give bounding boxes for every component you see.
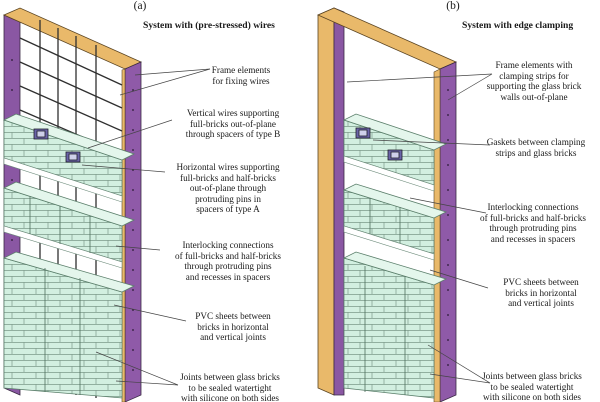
- callout-line: Gaskets between clamping: [486, 137, 586, 147]
- callout-line: spacers of type A: [196, 204, 260, 215]
- leader-lines: [81, 68, 493, 386]
- callout-line: with silicone on both sides: [483, 392, 581, 402]
- callout-line: PVC sheets between: [503, 277, 579, 287]
- callout-line: Joints between glass bricks: [180, 372, 280, 382]
- callout-b-gaskets: Gaskets between clamping strips and glas…: [474, 137, 598, 158]
- panel-b-spacers: [355, 127, 403, 161]
- callout-line: to be sealed watertight: [188, 382, 272, 393]
- callout-a-joints: Joints between glass bricks to be sealed…: [162, 372, 298, 402]
- callout-line: for fixing wires: [212, 75, 270, 86]
- callout-line: Frame elements: [211, 65, 271, 75]
- callout-line: with silicone on both sides: [181, 393, 279, 402]
- callout-line: Horizontal wires supporting: [176, 162, 280, 172]
- panel-a-label: (a): [133, 0, 147, 12]
- panel-a-brick-courses: [2, 113, 136, 399]
- panel-a-drawing: [2, 7, 142, 402]
- callout-line: Interlocking connections: [487, 202, 579, 212]
- callout-b-frame-elements: Frame elements with clamping strips for …: [470, 60, 598, 102]
- panel-a-right-frame: [124, 61, 142, 402]
- callout-line: through protruding pins: [184, 261, 272, 272]
- callout-line: PVC sheets between: [195, 311, 271, 321]
- callout-a-horizontal-wires: Horizontal wires supporting full-bricks …: [162, 162, 294, 215]
- panel-b-label: (b): [446, 0, 460, 12]
- callout-line: protruding pins in: [195, 193, 261, 204]
- callout-a-vertical-wires: Vertical wires supporting full-bricks ou…: [168, 108, 298, 140]
- callout-line: and recesses in spacers: [185, 271, 271, 282]
- callout-line: full-bricks and half-bricks: [180, 172, 276, 183]
- panel-b-left-frame: [317, 7, 335, 396]
- callout-line: Joints between glass bricks: [482, 371, 582, 381]
- callout-line: walls out-of-plane: [500, 91, 568, 102]
- callout-line: strips and glass bricks: [495, 147, 577, 158]
- panel-a-top-frame: [3, 7, 142, 70]
- callout-a-frame-elements: Frame elements for fixing wires: [186, 65, 296, 86]
- callout-line: out-of-plane through: [189, 183, 267, 194]
- panel-b-right-frame: [439, 61, 457, 402]
- callout-line: Vertical wires supporting: [186, 108, 280, 118]
- callout-line: bricks in horizontal: [505, 287, 577, 298]
- callout-line: Frame elements with: [495, 60, 573, 70]
- callout-b-pvc-sheets: PVC sheets between bricks in horizontal …: [486, 277, 596, 309]
- callout-line: and vertical joints: [508, 298, 574, 309]
- callout-line: through protruding pins: [489, 223, 577, 234]
- panel-b-drawing: [317, 7, 457, 402]
- callout-b-interlocking: Interlocking connections of full-bricks …: [468, 202, 598, 244]
- panel-a-title: System with (pre-stressed) wires: [143, 20, 275, 31]
- callout-line: to be sealed watertight: [490, 381, 574, 392]
- callout-b-joints: Joints between glass bricks to be sealed…: [466, 371, 598, 402]
- callout-line: and recesses in spacers: [490, 233, 576, 244]
- callout-line: supporting the glass brick: [486, 81, 582, 92]
- callout-line: Interlocking connections: [182, 240, 274, 250]
- callout-a-interlocking: Interlocking connections of full-bricks …: [158, 240, 298, 282]
- callout-line: through spacers of type B: [185, 129, 281, 140]
- callout-line: full-bricks out-of-plane: [190, 118, 276, 129]
- callout-line: clamping strips for: [499, 70, 569, 81]
- callout-line: of full-bricks and half-bricks: [480, 212, 586, 223]
- callout-a-pvc-sheets: PVC sheets between bricks in horizontal …: [178, 311, 288, 343]
- callout-line: and vertical joints: [200, 332, 266, 343]
- panel-a-spacers: [33, 128, 81, 163]
- callout-line: of full-bricks and half-bricks: [175, 250, 281, 261]
- panel-b-title: System with edge clamping: [462, 20, 574, 31]
- callout-line: bricks in horizontal: [197, 321, 269, 332]
